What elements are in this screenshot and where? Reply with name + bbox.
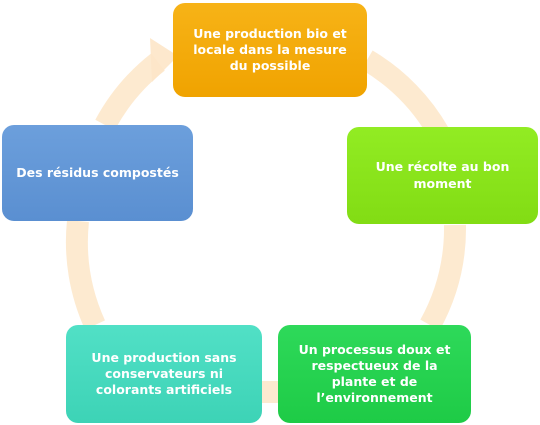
- cycle-node-residus: Des résidus compostés: [2, 125, 193, 221]
- node-label: Des résidus compostés: [16, 164, 179, 180]
- node-label: Une production bio et locale dans la mes…: [193, 25, 347, 74]
- cycle-node-sans-conservateurs: Une production sans conservateurs ni col…: [66, 325, 262, 423]
- node-label: Un processus doux et respectueux de la p…: [298, 341, 451, 406]
- cycle-node-production-bio: Une production bio et locale dans la mes…: [173, 3, 367, 97]
- node-label: Une récolte au bon moment: [375, 159, 510, 191]
- cycle-node-recolte: Une récolte au bon moment: [347, 127, 538, 224]
- ring-arrowhead: [150, 38, 178, 82]
- ring-arc-left-bottom: [65, 219, 106, 330]
- cycle-node-processus: Un processus doux et respectueux de la p…: [278, 325, 471, 423]
- ring-arc-top-right: [361, 50, 450, 141]
- ring-arc-left-top: [95, 53, 165, 131]
- ring-arc-right-bottom: [420, 224, 467, 331]
- node-label: Une production sans conservateurs ni col…: [91, 349, 237, 398]
